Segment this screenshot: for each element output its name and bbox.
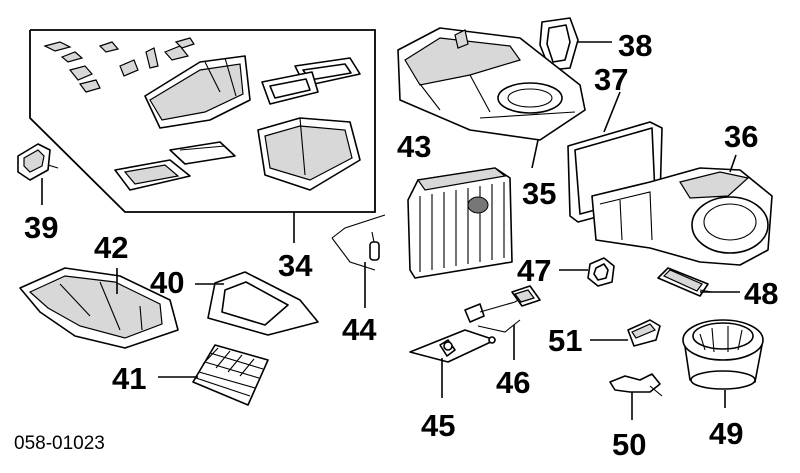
thermistor-44 xyxy=(331,214,386,271)
exploded-view-box xyxy=(29,29,376,213)
callout-40: 40 xyxy=(150,265,184,300)
callout-34: 34 xyxy=(278,248,313,283)
filter-41 xyxy=(192,344,269,406)
callout-35: 35 xyxy=(522,176,556,211)
blower-housing-36 xyxy=(591,167,773,266)
callout-38: 38 xyxy=(618,28,652,63)
filter-cover-40 xyxy=(207,271,319,336)
actuator-39 xyxy=(17,143,59,181)
callout-51: 51 xyxy=(548,323,582,358)
connector-48 xyxy=(657,267,713,297)
callout-39: 39 xyxy=(24,210,58,245)
grommet-47 xyxy=(587,257,615,287)
callout-42: 42 xyxy=(94,230,128,265)
bracket-45 xyxy=(409,329,496,363)
callout-36: 36 xyxy=(724,119,758,154)
callout-50: 50 xyxy=(612,427,646,462)
gasket-38 xyxy=(539,17,579,71)
callout-45: 45 xyxy=(421,408,455,443)
blower-case-35 xyxy=(397,27,586,141)
resistor-51 xyxy=(627,319,661,347)
callout-labels: 34 35 36 37 38 39 40 41 42 43 44 45 46 4… xyxy=(24,28,778,462)
callout-47: 47 xyxy=(517,253,551,288)
blower-motor-49 xyxy=(682,319,764,390)
callout-44: 44 xyxy=(342,312,377,347)
figure-code: 058-01023 xyxy=(14,433,105,454)
under-cover-42 xyxy=(19,267,179,349)
evaporator-43 xyxy=(407,167,513,279)
sensor-50 xyxy=(609,373,663,397)
callout-48: 48 xyxy=(744,276,778,311)
callout-41: 41 xyxy=(112,361,146,396)
callout-49: 49 xyxy=(709,416,743,451)
callout-37: 37 xyxy=(594,62,628,97)
callout-46: 46 xyxy=(496,365,530,400)
callout-43: 43 xyxy=(397,129,431,164)
expansion-valve-46 xyxy=(464,285,541,344)
leader-lines xyxy=(41,41,740,420)
